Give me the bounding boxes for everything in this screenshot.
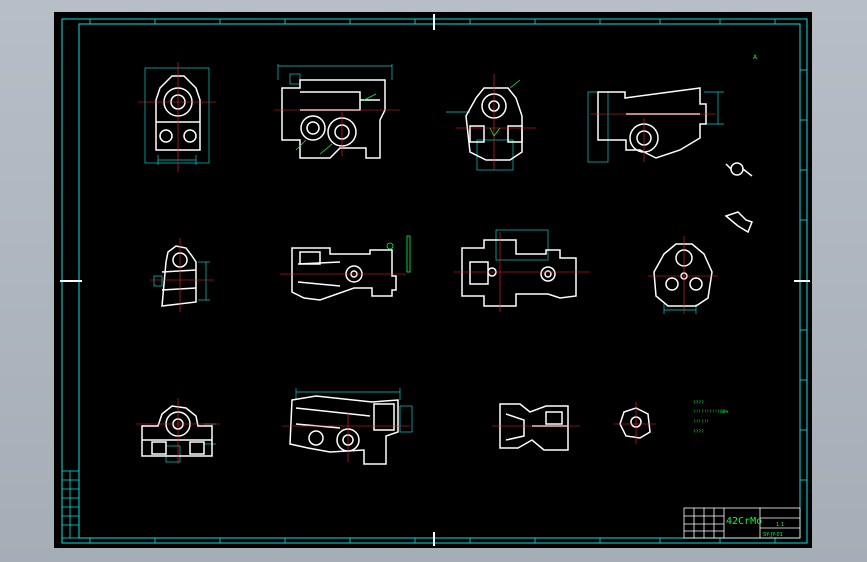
note-line: ???? [693,429,704,435]
note-line: !!!!!! [693,419,709,425]
sheet-code-label: SY-JY-01 [763,532,783,538]
view-bottom-a[interactable] [136,398,220,464]
view-front-1[interactable] [138,62,216,172]
view-detail-small[interactable] [614,402,656,444]
view-section-a[interactable] [150,238,214,312]
technical-notes: ???? !!!!!!!!!!80% !!!!!! ???? [693,400,729,435]
view-section-b[interactable] [280,235,411,301]
view-bottom-c[interactable] [492,403,580,451]
drawing-sheet[interactable]: 42CrMo 1:1 SY-JY-01 A [54,12,812,548]
detail-part-2[interactable] [724,211,753,234]
corner-mark: A [753,54,758,61]
view-end[interactable] [648,236,718,314]
view-front-2[interactable] [446,74,536,171]
scale-label: 1:1 [776,522,784,528]
note-line: ???? [693,400,704,406]
material-label: 42CrMo [726,516,762,527]
view-section-c[interactable] [454,229,590,312]
revision-strip [61,470,80,539]
view-side-2[interactable] [587,87,724,163]
detail-part-1[interactable] [725,162,753,177]
title-block: 42CrMo 1:1 SY-JY-01 [683,507,801,539]
drawing-frame [61,18,808,544]
view-bottom-b[interactable] [282,388,413,465]
view-side-1[interactable] [274,64,400,159]
drawing-canvas[interactable]: 42CrMo 1:1 SY-JY-01 A [54,12,812,548]
note-line: !!!!!!!!!!80% [693,409,729,415]
center-marks [60,14,810,546]
